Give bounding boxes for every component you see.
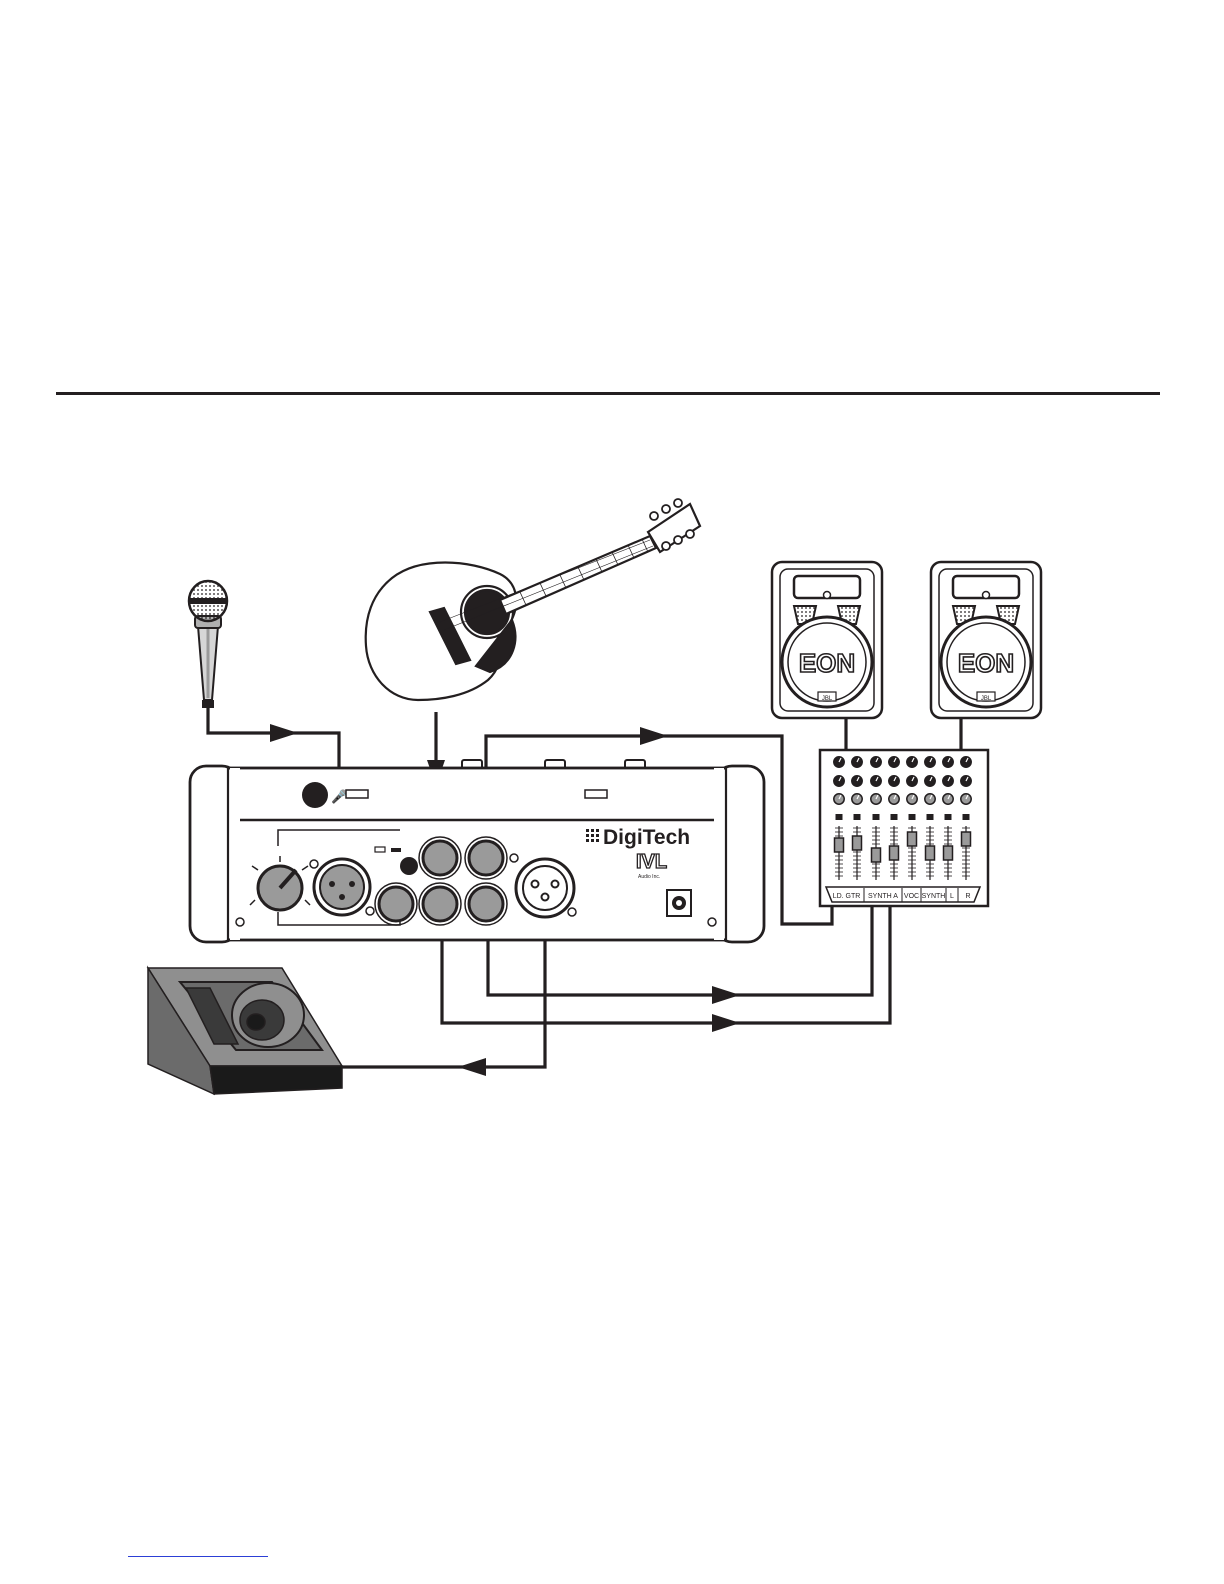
model-name: IVL <box>636 851 667 873</box>
mixer-mute-button <box>873 814 880 820</box>
mixer-fader <box>853 836 862 850</box>
mixer-fader <box>872 848 881 862</box>
speaker-logo: EON <box>958 648 1014 678</box>
mixer-mute-button <box>854 814 861 820</box>
mixer-channel-label: R <box>965 893 970 900</box>
mixer-fader <box>890 846 899 860</box>
brand-name: DigiTech <box>603 826 690 849</box>
vocal-processor-rear-panel: 🎤 <box>190 760 764 942</box>
brand-logo-dots <box>586 829 599 842</box>
pa-speaker-left: EON JBL <box>772 562 882 718</box>
mixer-mute-button <box>927 814 934 820</box>
speaker-badge: JBL <box>822 696 833 702</box>
mixer-fader <box>835 838 844 852</box>
arrow-mic-right <box>270 724 298 742</box>
xlr-input-jack <box>314 859 370 915</box>
mic-icon: 🎤 <box>331 788 347 804</box>
mixer-channel-label: SYNTH <box>922 893 946 900</box>
microphone-icon <box>189 581 227 708</box>
speaker-logo: EON <box>799 648 855 678</box>
acoustic-guitar-icon <box>366 499 700 700</box>
arrow-return-bottom-right <box>712 1014 740 1032</box>
mixer-mute-button <box>963 814 970 820</box>
mixer-fader <box>944 846 953 860</box>
footer-link-underline <box>128 1556 268 1557</box>
mixer-fader <box>908 832 917 846</box>
mixer-channel-label: L <box>950 893 954 900</box>
mixer-mute-button <box>909 814 916 820</box>
pa-speaker-icon <box>772 562 882 718</box>
phantom-switch <box>400 857 418 875</box>
pa-speaker-icon <box>931 562 1041 718</box>
mixer-mute-button <box>945 814 952 820</box>
mixer-mute-button <box>891 814 898 820</box>
arrow-monitor-left <box>458 1058 486 1076</box>
mixer-channel-label: VOC <box>904 893 919 900</box>
mixer-channel-label: LD. GTR <box>833 893 861 900</box>
floor-monitor-icon <box>148 968 342 1094</box>
mixer-fader <box>962 832 971 846</box>
xlr-output-jack <box>516 859 574 917</box>
power-button <box>302 782 328 808</box>
pa-speaker-right: EON JBL <box>931 562 1041 718</box>
mixer-channel-label: SYNTH A <box>868 893 898 900</box>
mixer-mute-button <box>836 814 843 820</box>
arrow-return-top-right <box>712 986 740 1004</box>
mixer-fader <box>926 846 935 860</box>
arrow-send-right <box>640 727 668 745</box>
model-subtitle: Audio Inc. <box>638 874 660 880</box>
speaker-badge: JBL <box>981 696 992 702</box>
